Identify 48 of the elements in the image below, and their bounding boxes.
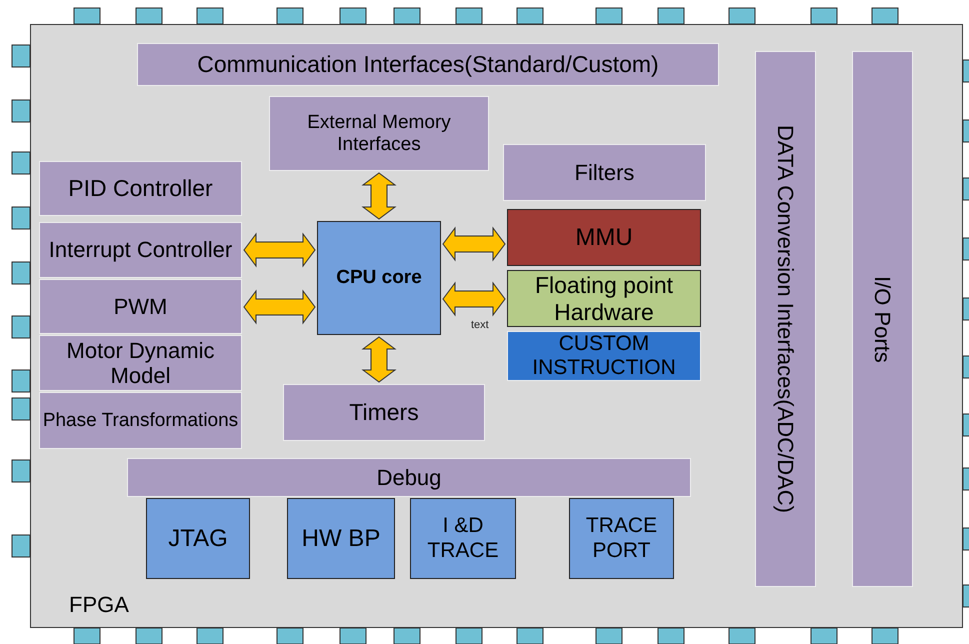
block-label: I &D TRACE — [426, 514, 500, 563]
jtag-block — [146, 498, 250, 579]
block-label: CPU core — [336, 267, 422, 289]
trace-block — [410, 498, 516, 579]
block-label: External Memory Interfaces — [306, 112, 452, 156]
block-label: TRACE PORT — [584, 514, 658, 563]
block-label: Debug — [376, 464, 442, 490]
block-label: Floating point Hardware — [534, 272, 674, 325]
debug-block — [287, 498, 395, 579]
block-label: MMU — [575, 224, 633, 252]
double-arrow — [442, 226, 506, 262]
debug-bar — [127, 458, 691, 497]
trace-port-block — [569, 498, 674, 579]
floating-point-block — [507, 270, 701, 327]
block-label: PID Controller — [68, 175, 213, 202]
double-arrow — [442, 282, 506, 316]
mmu-block — [507, 209, 701, 266]
controller-block — [39, 222, 242, 278]
block-label: Communication Interfaces(Standard/Custom) — [197, 51, 659, 78]
double-arrow — [243, 290, 316, 324]
note-text: text — [471, 319, 489, 331]
block-label: Interrupt Controller — [48, 237, 232, 263]
double-arrow — [362, 172, 396, 220]
conversion-interface-bar — [755, 51, 816, 587]
block-label: PWM — [114, 294, 168, 320]
block-label: Timers — [349, 399, 419, 426]
block-label: HW BP — [302, 524, 380, 552]
transformation-block — [39, 392, 242, 449]
chip-label: FPGA — [69, 592, 129, 618]
memory-interface-block — [269, 96, 489, 171]
block-label: CUSTOM INSTRUCTION — [531, 332, 677, 380]
model-block — [39, 335, 242, 391]
cpu-core-block — [317, 221, 441, 335]
double-arrow — [243, 232, 316, 268]
custom-instruction-block — [507, 331, 701, 381]
block-label: Motor Dynamic Model — [66, 338, 216, 388]
block-label: Filters — [574, 160, 634, 186]
block-label: I/O Ports — [870, 276, 896, 362]
pwm-block — [39, 279, 242, 334]
double-arrow — [362, 336, 396, 383]
controller-block — [39, 161, 242, 216]
block-label: DATA Conversion Interfaces(ADC/DAC) — [772, 125, 798, 513]
filters-block — [503, 144, 706, 201]
io-ports-bar — [852, 51, 913, 587]
timers-block — [283, 384, 485, 441]
block-label: JTAG — [168, 524, 228, 552]
interface-block — [137, 43, 719, 86]
block-label: Phase Transformations — [42, 410, 238, 432]
